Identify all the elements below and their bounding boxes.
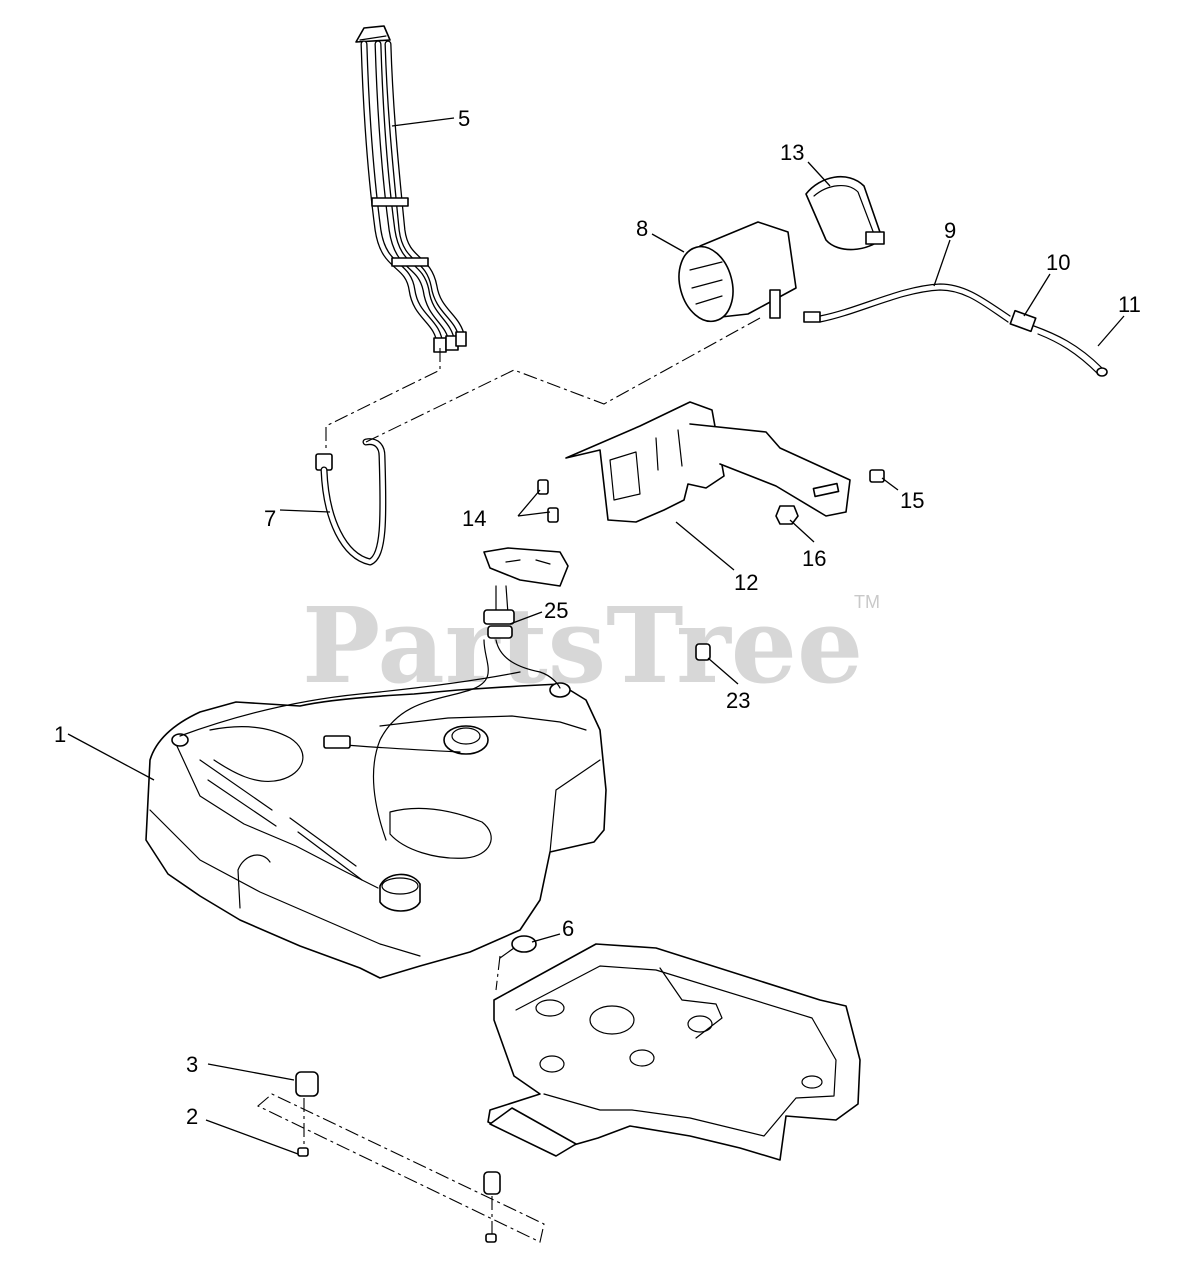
- part-12-bracket[interactable]: [565, 401, 851, 523]
- callout-12: 12: [734, 570, 758, 595]
- assembly-path-filler: [325, 348, 441, 452]
- assembly-path-return: [365, 317, 761, 443]
- part-8-canister[interactable]: [671, 221, 797, 327]
- part-16-nut[interactable]: [775, 505, 799, 525]
- part-3-bumper[interactable]: [295, 1071, 501, 1195]
- callout-numbers: 5 13 8 9 10 11 14 15 16 12 7 25 23 1 6 3…: [54, 106, 1141, 1129]
- part-15-bolt[interactable]: [869, 469, 885, 483]
- callout-8: 8: [636, 216, 648, 241]
- part-6-sender[interactable]: [499, 935, 537, 959]
- part-25-valve[interactable]: [483, 547, 569, 639]
- callout-16: 16: [802, 546, 826, 571]
- part-14-bolts[interactable]: [537, 479, 559, 523]
- part-1-fuel-tank[interactable]: [145, 639, 607, 979]
- callout-14: 14: [462, 506, 486, 531]
- callout-6: 6: [562, 916, 574, 941]
- callout-11: 11: [1118, 292, 1141, 317]
- callout-23: 23: [726, 688, 750, 713]
- watermark-trademark: TM: [854, 592, 880, 612]
- part-10-fitting[interactable]: [1009, 309, 1037, 333]
- part-7-hose[interactable]: [315, 438, 387, 566]
- leader-lines: [67, 117, 1125, 1155]
- part-13-clamp[interactable]: [805, 176, 885, 251]
- part-5-filler-hose[interactable]: [355, 25, 467, 353]
- callout-3: 3: [186, 1052, 198, 1077]
- callout-5: 5: [458, 106, 470, 131]
- callout-10: 10: [1046, 250, 1070, 275]
- part-9-vapor-line[interactable]: [803, 283, 1011, 323]
- callout-15: 15: [900, 488, 924, 513]
- tank-strap: [257, 1093, 545, 1243]
- part-11-hose-end[interactable]: [1033, 325, 1108, 377]
- callout-25: 25: [544, 598, 568, 623]
- callout-13: 13: [780, 140, 804, 165]
- callout-9: 9: [944, 218, 956, 243]
- callout-1: 1: [54, 722, 66, 747]
- part-23-grommet[interactable]: [695, 643, 711, 661]
- callout-7: 7: [264, 506, 276, 531]
- watermark-brand: PartsTree: [302, 584, 863, 707]
- mounting-plate: [487, 943, 861, 1161]
- callout-2: 2: [186, 1104, 198, 1129]
- part-2-nut[interactable]: [297, 1147, 497, 1243]
